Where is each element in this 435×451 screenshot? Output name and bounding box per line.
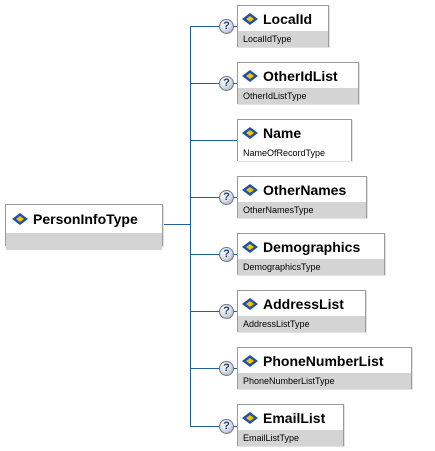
element-node-name[interactable]: Name NameOfRecordType: [237, 119, 352, 161]
element-node-othernames[interactable]: OtherNames OtherNamesType: [237, 176, 367, 218]
element-name: Name: [263, 124, 302, 141]
element-icon: [242, 297, 258, 310]
optional-help-icon[interactable]: ?: [219, 19, 234, 34]
root-connector: [163, 224, 191, 225]
optional-help-icon[interactable]: ?: [219, 419, 234, 434]
branch-connector: [190, 26, 238, 27]
branch-connector: [190, 368, 238, 369]
branch-connector: [190, 83, 238, 84]
element-icon: [242, 126, 258, 139]
branch-connector: [190, 197, 238, 198]
root-node-type-bar: [6, 233, 162, 250]
branch-connector: [190, 254, 238, 255]
element-node-otheridlist[interactable]: OtherIdList OtherIdListType: [237, 62, 359, 104]
element-icon: [242, 411, 258, 424]
element-name: PhoneNumberList: [263, 352, 384, 369]
element-node-addresslist[interactable]: AddressList AddressListType: [237, 290, 366, 332]
element-type: AddressListType: [238, 316, 365, 332]
element-name: LocalId: [263, 10, 313, 27]
element-type: PhoneNumberListType: [238, 373, 411, 389]
element-node-localid[interactable]: LocalId LocalIdType: [237, 5, 329, 47]
trunk-connector: [190, 26, 191, 427]
element-node-header: PhoneNumberList: [238, 348, 411, 373]
branch-connector: [190, 140, 238, 141]
element-name: AddressList: [263, 295, 344, 312]
element-icon: [242, 69, 258, 82]
element-name: Demographics: [263, 238, 361, 255]
element-icon: [242, 354, 258, 367]
optional-help-icon[interactable]: ?: [219, 76, 234, 91]
element-type: EmailListType: [238, 430, 343, 446]
element-node-header: EmailList: [238, 405, 343, 430]
branch-connector: [190, 311, 238, 312]
element-node-demographics[interactable]: Demographics DemographicsType: [237, 233, 385, 275]
element-node-header: Demographics: [238, 234, 384, 259]
element-icon: [242, 183, 258, 196]
root-node[interactable]: PersonInfoType: [5, 204, 163, 250]
optional-help-icon[interactable]: ?: [219, 304, 234, 319]
element-node-header: OtherNames: [238, 177, 366, 202]
optional-help-icon[interactable]: ?: [219, 247, 234, 262]
element-type: DemographicsType: [238, 259, 384, 275]
element-node-header: OtherIdList: [238, 63, 358, 88]
element-icon: [242, 240, 258, 253]
element-name: EmailList: [263, 409, 326, 426]
root-node-name: PersonInfoType: [33, 211, 138, 227]
root-node-header: PersonInfoType: [6, 205, 162, 233]
element-type: NameOfRecordType: [238, 145, 351, 161]
branch-connector: [190, 426, 238, 427]
element-node-header: AddressList: [238, 291, 365, 316]
element-name: OtherIdList: [263, 67, 338, 84]
optional-help-icon[interactable]: ?: [219, 361, 234, 376]
element-node-phonenumberlist[interactable]: PhoneNumberList PhoneNumberListType: [237, 347, 412, 389]
element-name: OtherNames: [263, 181, 347, 198]
element-node-emaillist[interactable]: EmailList EmailListType: [237, 404, 344, 446]
optional-help-icon[interactable]: ?: [219, 190, 234, 205]
element-node-header: LocalId: [238, 6, 328, 31]
element-icon: [12, 213, 28, 225]
element-node-header: Name: [238, 120, 351, 145]
element-type: LocalIdType: [238, 31, 328, 47]
element-type: OtherNamesType: [238, 202, 366, 218]
element-icon: [242, 12, 258, 25]
element-type: OtherIdListType: [238, 88, 358, 104]
